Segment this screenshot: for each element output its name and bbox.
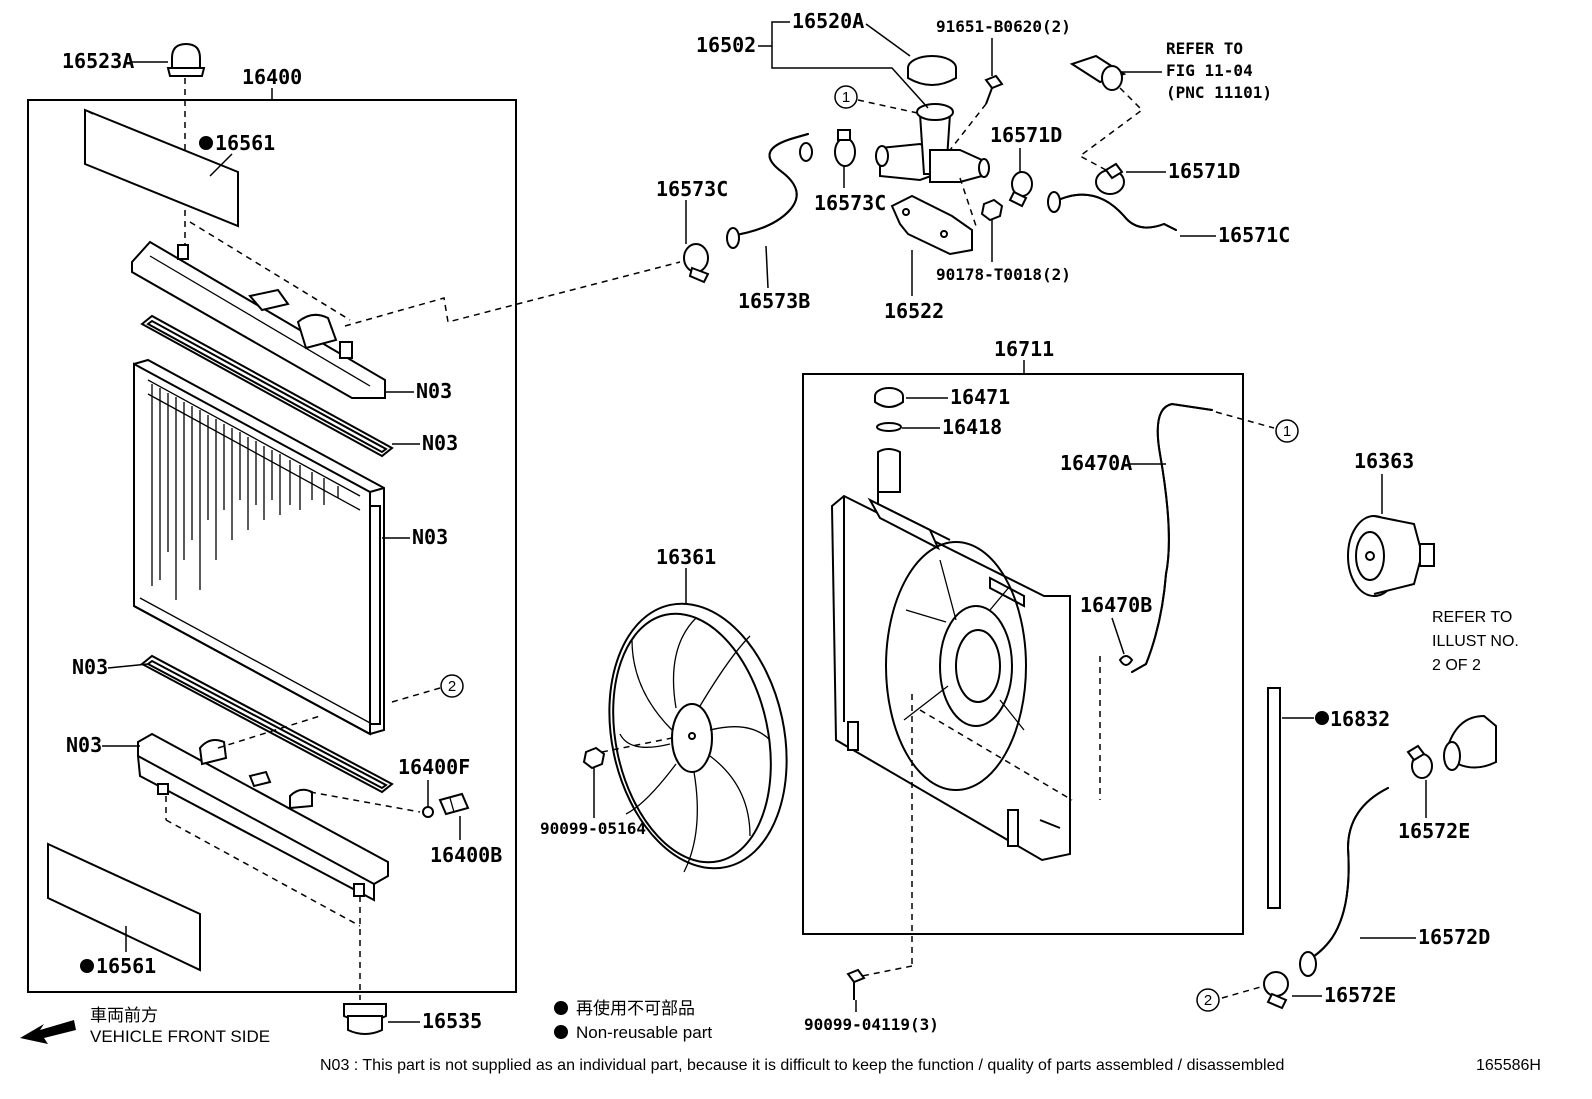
label-16561-bottom: 16561	[96, 954, 156, 978]
nonreusable-dot	[199, 136, 213, 150]
label-16520A: 16520A	[792, 9, 864, 33]
label-16502: 16502	[696, 33, 756, 57]
lower-tank-gasket	[140, 654, 394, 794]
label-16561-top: 16561	[215, 131, 275, 155]
radiator-filler-neck	[875, 103, 990, 183]
label-16470B: 16470B	[1080, 593, 1152, 617]
refer-fig-line1: REFER TO	[1166, 39, 1243, 58]
reserve-tank-hose	[1131, 402, 1213, 673]
hose-clamp-16571D-right	[1095, 162, 1125, 195]
label-16832: 16832	[1330, 707, 1390, 731]
label-91651-B0620: 91651-B0620(2)	[936, 17, 1071, 36]
label-16471: 16471	[950, 385, 1010, 409]
legend-nonreusable-jp: 再使用不可部品	[576, 998, 695, 1018]
footer-note: N03 : This part is not supplied as an in…	[320, 1057, 1284, 1074]
label-16571C: 16571C	[1218, 223, 1290, 247]
reserve-tank-cap	[874, 387, 904, 408]
radiator-core	[133, 358, 385, 736]
refer-fig-line3: (PNC 11101)	[1166, 83, 1272, 102]
label-16523A: 16523A	[62, 49, 134, 73]
hose-clamp-16573C-mid	[834, 129, 856, 167]
label-90178-T0018: 90178-T0018(2)	[936, 265, 1071, 284]
label-90099-05164: 90099-05164	[540, 819, 646, 838]
seal-strip-bottom	[47, 842, 201, 972]
vehicle-front-arrow-icon	[20, 1020, 76, 1044]
refer-illust-line2: ILLUST NO.	[1432, 633, 1519, 650]
label-16361: 16361	[656, 545, 716, 569]
radiator-support-cushion-top	[166, 42, 206, 77]
legend-front-jp: 車両前方	[90, 1006, 158, 1025]
hose-clamp-16571D-left	[1008, 171, 1033, 208]
shroud-seal-16832	[1267, 687, 1281, 909]
cooling-fan	[608, 602, 788, 873]
label-16535: 16535	[422, 1009, 482, 1033]
label-90099-04119: 90099-04119(3)	[804, 1015, 939, 1034]
nonreusable-dot	[80, 959, 94, 973]
label-n03-lower-gasket: N03	[72, 655, 108, 679]
nut-90099-05164	[582, 746, 606, 770]
refer-fig-line2: FIG 11-04	[1166, 61, 1253, 80]
label-16711: 16711	[994, 337, 1054, 361]
legend-front-en: VEHICLE FRONT SIDE	[90, 1027, 270, 1046]
refer-illust-line1: REFER TO	[1432, 609, 1512, 626]
seal-strip-top	[84, 108, 239, 228]
label-n03-upper-gasket: N03	[422, 431, 458, 455]
callout-2-right: 2	[1204, 992, 1212, 1009]
lower-radiator-tank	[137, 732, 389, 902]
radiator-support-cushion-bottom	[343, 1003, 387, 1035]
engine-side-pipe	[1069, 54, 1127, 91]
callout-1-right: 1	[1283, 423, 1291, 440]
label-16400B: 16400B	[430, 843, 502, 867]
upper-tank-gasket	[140, 314, 394, 458]
upper-radiator-hose	[729, 133, 809, 237]
upper-radiator-tank	[131, 240, 386, 399]
label-16418: 16418	[942, 415, 1002, 439]
hose-clamp-16572E-bottom	[1263, 971, 1289, 1010]
callout-2-left: 2	[448, 678, 456, 695]
fan-shroud-assembly-box	[802, 373, 1244, 935]
drain-cock-o-ring	[422, 806, 434, 818]
label-16572E-top: 16572E	[1398, 819, 1470, 843]
figure-id: 165586H	[1476, 1057, 1541, 1074]
nonreusable-dot	[1315, 711, 1329, 725]
label-16470A: 16470A	[1060, 451, 1132, 475]
label-16571D-right: 16571D	[1168, 159, 1240, 183]
callout-1-top: 1	[842, 89, 850, 106]
radiator-cap	[907, 55, 957, 86]
nonreusable-dot	[554, 1001, 568, 1015]
label-n03-lower-tank: N03	[66, 733, 102, 757]
label-16573C-mid: 16573C	[814, 191, 886, 215]
label-16400: 16400	[242, 65, 302, 89]
hose-clamp-16573C-left	[683, 243, 710, 284]
fan-shroud	[830, 448, 1071, 862]
refer-illust-line3: 2 OF 2	[1432, 657, 1481, 674]
nonreusable-dot	[554, 1025, 568, 1039]
label-16573C-left: 16573C	[656, 177, 728, 201]
fan-motor	[1347, 515, 1435, 597]
label-16363: 16363	[1354, 449, 1414, 473]
inlet-hose-16571C	[1053, 193, 1177, 231]
bolt-91651-B0620	[984, 74, 1004, 105]
label-16522: 16522	[884, 299, 944, 323]
label-16572D: 16572D	[1418, 925, 1490, 949]
legend-nonreusable-en: Non-reusable part	[576, 1023, 712, 1042]
nut-90178-T0018	[980, 198, 1004, 222]
label-n03-upper-tank: N03	[416, 379, 452, 403]
label-16573B: 16573B	[738, 289, 810, 313]
bolt-90099-04119	[846, 968, 866, 1000]
reserve-tank-gasket	[876, 422, 902, 432]
water-outlet	[1443, 714, 1497, 771]
hose-clip-16470B	[1118, 655, 1134, 666]
label-n03-core: N03	[412, 525, 448, 549]
drain-cock-plug	[438, 792, 470, 816]
hose-clamp-16572E-top	[1406, 744, 1433, 779]
label-16572E-bottom: 16572E	[1324, 983, 1396, 1007]
filler-neck-bracket	[890, 194, 973, 256]
label-16571D-left: 16571D	[990, 123, 1062, 147]
label-16400F: 16400F	[398, 755, 470, 779]
